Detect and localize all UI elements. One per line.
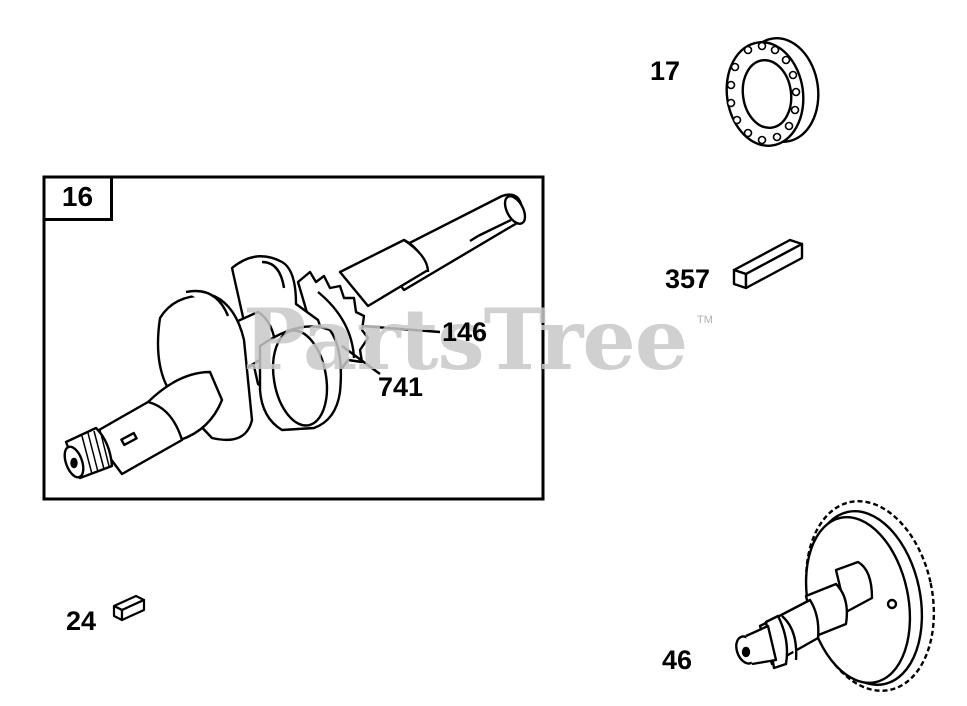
part-label-741[interactable]: 741 xyxy=(378,372,424,402)
key-357-drawing xyxy=(732,238,804,290)
part-label-46[interactable]: 46 xyxy=(662,645,693,675)
watermark: PartsTree xyxy=(243,290,688,389)
part-label-24[interactable]: 24 xyxy=(66,606,97,636)
assembly-label-16: 16 xyxy=(45,177,113,221)
leader-lines xyxy=(341,324,441,375)
part-label-146[interactable]: 146 xyxy=(442,317,488,347)
crankshaft-drawing xyxy=(63,193,527,480)
key-24-drawing xyxy=(112,594,146,622)
camshaft-gear-drawing xyxy=(735,500,936,692)
leader-741 xyxy=(341,345,381,375)
assembly-box xyxy=(42,175,545,501)
part-label-357[interactable]: 357 xyxy=(665,264,711,294)
part-label-17[interactable]: 17 xyxy=(650,56,681,86)
leader-146 xyxy=(361,324,441,334)
bearing-drawing xyxy=(725,37,820,147)
trademark-mark: TM xyxy=(697,314,713,326)
